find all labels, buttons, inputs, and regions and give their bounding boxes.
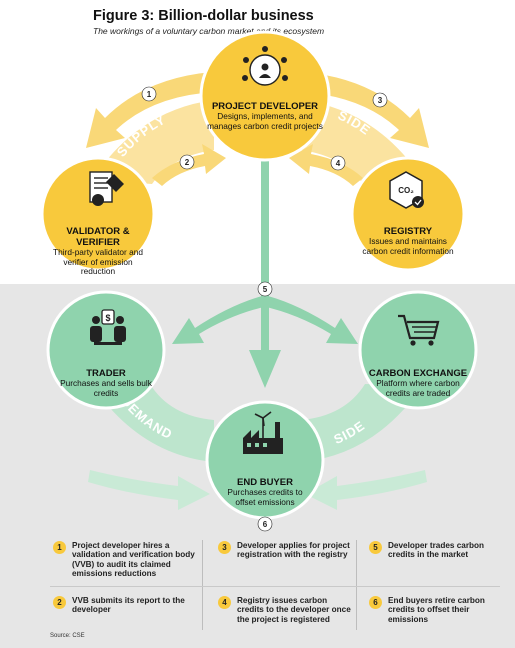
figure-title: Figure 3: Billion-dollar business (93, 8, 314, 24)
legend-item-2: VVB submits its report to the developer (72, 596, 185, 615)
svg-text:1: 1 (147, 90, 152, 99)
arrow-5-stem (262, 160, 268, 300)
arrow-4 (289, 144, 363, 186)
arrow-5-left (172, 296, 268, 344)
shopping-cart-icon (398, 314, 440, 346)
registry-desc: Issues and maintains carbon credit infor… (362, 236, 454, 256)
registry-node: REGISTRY Issues and maintains carbon cre… (360, 226, 456, 256)
trader-circle (46, 290, 166, 410)
arrow-1 (86, 72, 214, 148)
registry-circle (350, 156, 466, 272)
trader-desc: Purchases and sells bulk credits (60, 378, 152, 398)
exchange-desc: Platform where carbon credits are traded (376, 378, 460, 398)
arrow-6-left (88, 470, 210, 510)
end-buyer-title: END BUYER (237, 477, 293, 488)
project-developer-title: PROJECT DEVELOPER (211, 101, 319, 112)
end-buyer-desc: Purchases credits to offset emissions (227, 487, 303, 507)
exchange-title: CARBON EXCHANGE (368, 368, 468, 379)
step-marker-3: 3 (372, 92, 388, 108)
svg-text:5: 5 (263, 285, 268, 294)
factory-wind-icon (243, 411, 283, 454)
trader-node: TRADER Purchases and sells bulk credits (60, 368, 152, 398)
legend-number-4: 4 (218, 596, 231, 609)
step-marker-1: 1 (141, 86, 157, 102)
project-developer-node: PROJECT DEVELOPER Designs, implements, a… (207, 101, 323, 131)
step-marker-5: 5 (257, 281, 273, 297)
arrow-3 (301, 72, 429, 148)
co2-badge-icon: CO₂ (389, 171, 424, 209)
source-note: Source: CSE (50, 633, 85, 639)
exchange-circle (358, 290, 478, 410)
traders-money-icon: $ (90, 309, 126, 345)
arrow-6-right (305, 470, 427, 510)
legend-number-3: 3 (218, 541, 231, 554)
svg-text:$: $ (105, 313, 110, 323)
certificate-pen-icon (89, 171, 124, 206)
legend-item-5: Developer trades carbon credits in the m… (388, 541, 485, 560)
end-buyer-node: END BUYER Purchases credits to offset em… (220, 477, 310, 507)
team-gear-icon (242, 46, 288, 86)
svg-text:CO₂: CO₂ (398, 186, 414, 195)
step-marker-2: 2 (179, 154, 195, 170)
registry-title: REGISTRY (383, 226, 433, 237)
legend-number-2: 2 (53, 596, 66, 609)
validator-node: VALIDATOR & VERIFIER Third-party validat… (48, 226, 148, 277)
legend-row-divider (50, 586, 500, 587)
validator-desc: Third-party validator and verifier of em… (53, 247, 143, 277)
svg-text:4: 4 (336, 159, 341, 168)
legend-number-1: 1 (53, 541, 66, 554)
legend-divider (356, 540, 357, 630)
trader-title: TRADER (86, 368, 126, 379)
legend-item-4: Registry issues carbon credits to the de… (237, 596, 351, 624)
arrow-5-right (262, 296, 358, 344)
svg-text:3: 3 (378, 96, 383, 105)
step-marker-6: 6 (257, 516, 273, 532)
exchange-node: CARBON EXCHANGE Platform where carbon cr… (366, 368, 470, 398)
legend-number-5: 5 (369, 541, 382, 554)
svg-text:2: 2 (185, 158, 190, 167)
svg-text:6: 6 (263, 520, 268, 529)
project-developer-desc: Designs, implements, and manages carbon … (207, 111, 323, 131)
legend-divider (202, 540, 203, 630)
legend-item-6: End buyers retire carbon credits to offs… (388, 596, 485, 624)
project-developer-circle (199, 30, 331, 162)
legend-number-6: 6 (369, 596, 382, 609)
validator-title: VALIDATOR & VERIFIER (66, 226, 130, 248)
validator-circle (40, 156, 156, 272)
legend-item-3: Developer applies for project registrati… (237, 541, 350, 560)
figure-subtitle: The workings of a voluntary carbon marke… (93, 26, 325, 36)
legend-item-1: Project developer hires a validation and… (72, 541, 195, 579)
step-marker-4: 4 (330, 155, 346, 171)
